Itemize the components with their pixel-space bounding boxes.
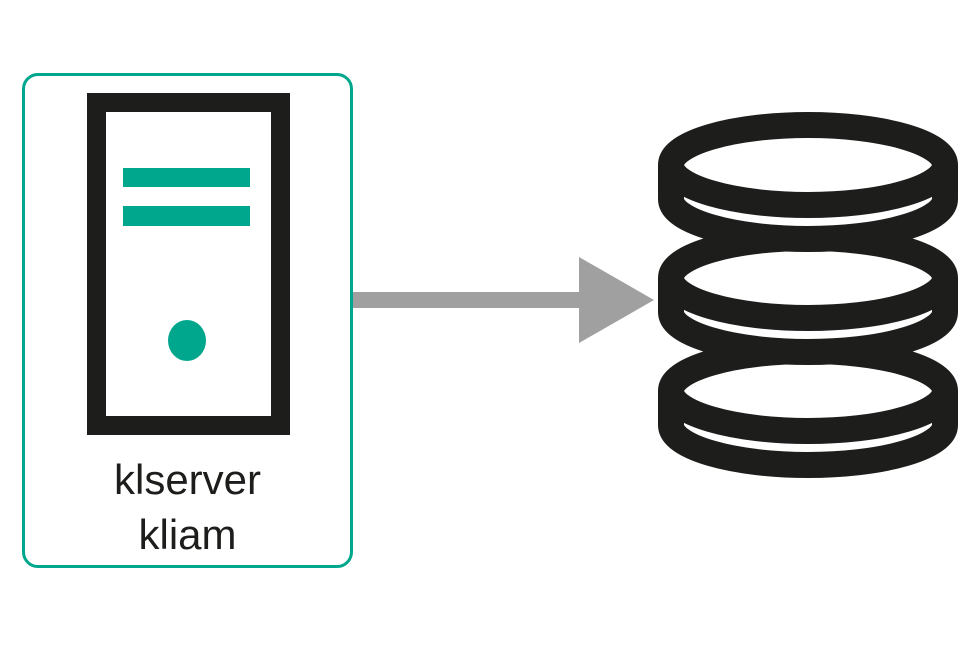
server-label-line-2: kliam bbox=[138, 511, 237, 558]
server-label-line-1: klserver bbox=[113, 456, 262, 503]
arrow-right-icon bbox=[353, 257, 654, 343]
database-disk-middle bbox=[658, 225, 958, 365]
server-power-button-dot bbox=[168, 320, 206, 361]
database-disk-top bbox=[658, 112, 958, 252]
server-tower-icon bbox=[87, 93, 290, 435]
server-node-card: klserver kliam bbox=[22, 73, 353, 568]
server-drive-bay-stripe bbox=[123, 206, 250, 226]
arrow-shaft bbox=[353, 292, 581, 308]
database-icon bbox=[658, 112, 958, 478]
server-drive-bay-stripe bbox=[123, 168, 250, 187]
server-node-label: klserver kliam bbox=[25, 452, 350, 562]
arrow-head bbox=[579, 257, 654, 343]
database-disk-bottom bbox=[658, 338, 958, 478]
